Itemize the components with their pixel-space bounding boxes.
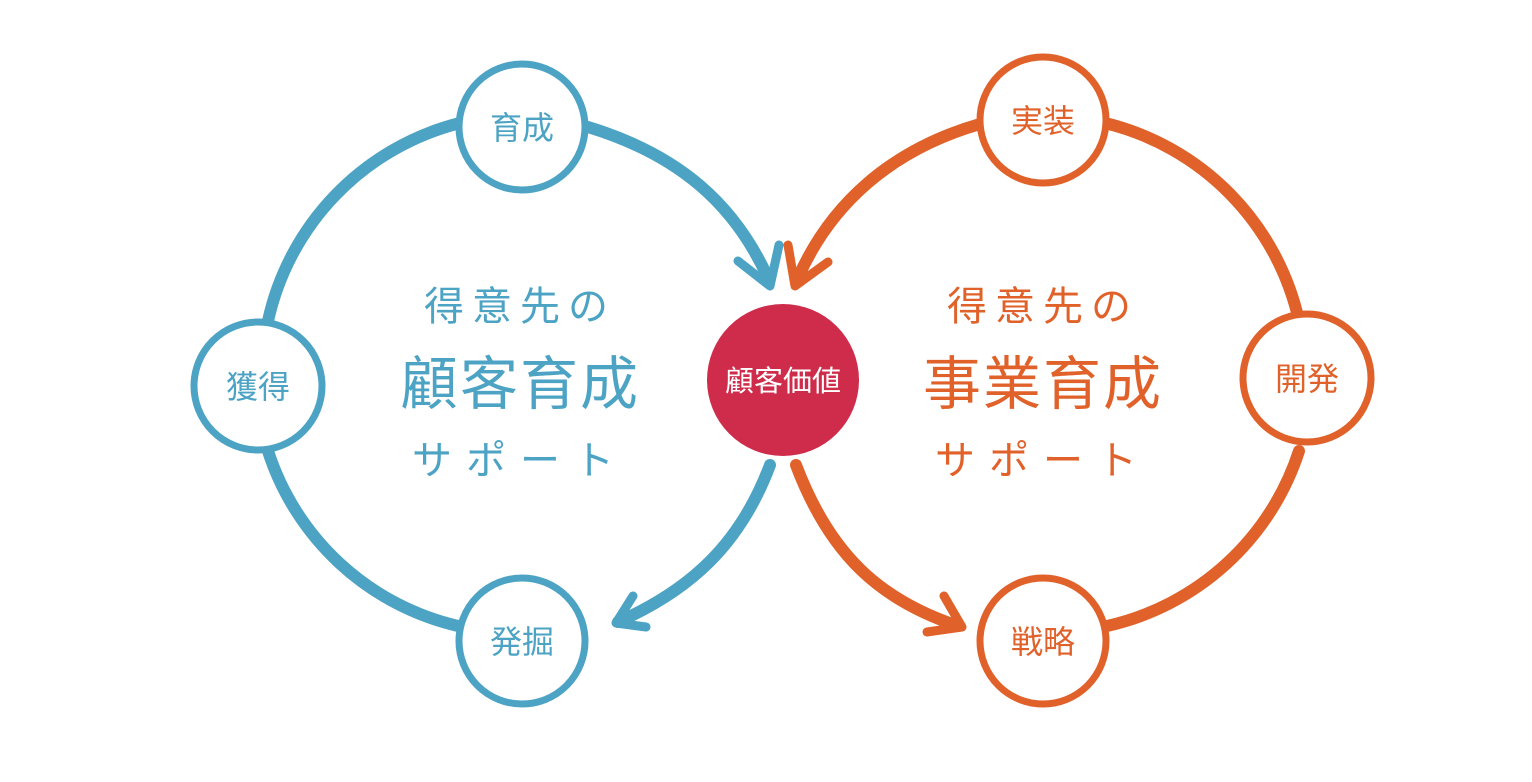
right-flow-arc-to-bottom xyxy=(790,459,964,632)
right-node-bottom-label: 戦略 xyxy=(1011,623,1075,661)
left-node-top-label: 育成 xyxy=(490,109,554,147)
left-flow-arc-to-center xyxy=(582,121,774,284)
right-node-right-label: 開発 xyxy=(1275,360,1339,398)
left-node-bottom-label: 発掘 xyxy=(490,623,554,661)
right-node-bottom: 戦略 xyxy=(976,574,1110,708)
left-cycle: 育成 獲得 発掘 得意先の 顧客育成 サポート xyxy=(190,60,784,708)
right-title-bottom: サポート xyxy=(935,438,1151,484)
left-node-top: 育成 xyxy=(455,60,589,194)
left-node-left-label: 獲得 xyxy=(226,368,290,406)
right-flow-arrowhead-to-bottom xyxy=(922,591,967,637)
right-ring-arc-upper-right xyxy=(1099,117,1305,327)
center-node: 顧客価値 xyxy=(707,304,859,456)
center-node-label: 顧客価値 xyxy=(725,364,841,398)
left-flow-arrowhead-to-center xyxy=(733,240,784,291)
left-node-bottom: 発掘 xyxy=(455,574,589,708)
left-flow-arrowhead-to-bottom xyxy=(611,591,651,632)
left-title-main: 顧客育成 xyxy=(400,350,640,418)
left-ring-arc-upper-left xyxy=(262,117,466,327)
right-ring-arc-lower-right xyxy=(1101,445,1305,632)
right-node-top-label: 実装 xyxy=(1011,102,1075,140)
left-flow-arc-to-bottom xyxy=(612,459,776,628)
right-node-right: 開発 xyxy=(1239,310,1375,446)
right-cycle: 実装 開発 戦略 得意先の 事業育成 サポート xyxy=(783,53,1375,708)
right-node-top: 実装 xyxy=(976,53,1110,187)
right-title-top: 得意先の xyxy=(947,284,1139,330)
right-flow-arrowhead-to-center xyxy=(783,240,833,291)
left-node-left: 獲得 xyxy=(190,318,326,454)
left-title-top: 得意先の xyxy=(424,284,616,330)
center-node-circle xyxy=(707,304,859,456)
left-ring-arc-lower-left xyxy=(262,445,464,632)
left-title-bottom: サポート xyxy=(412,438,628,484)
right-title-main: 事業育成 xyxy=(923,350,1163,418)
right-flow-arc-to-center xyxy=(792,118,986,284)
